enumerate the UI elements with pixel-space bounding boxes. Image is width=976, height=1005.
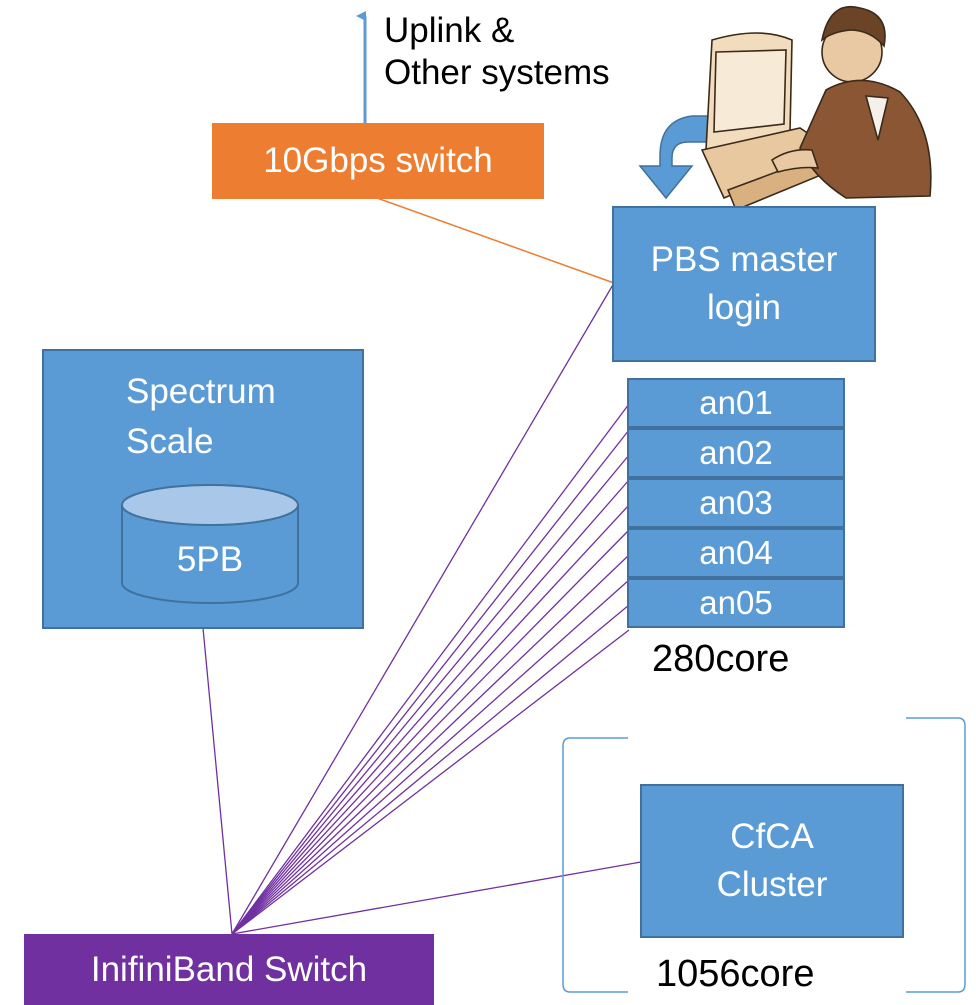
cfca-cores-label: 1056core [656, 953, 815, 995]
cfca-line2: Cluster [716, 865, 828, 904]
pbs-line2: login [707, 288, 781, 327]
pbs-master-login: PBS master login [612, 206, 876, 362]
disk-cylinder-icon [121, 484, 299, 604]
storage-title: Spectrum Scale [126, 371, 276, 463]
storage-line2: Scale [126, 422, 214, 461]
storage-line1: Spectrum [126, 372, 276, 411]
ib-link-an03 [231, 504, 630, 935]
ib-link-an01 [231, 403, 630, 935]
uplink-line2: Other systems [384, 53, 610, 92]
disk-capacity-label: 5PB [176, 540, 244, 579]
analysis-nodes: an01 an02 an03 an04 an05 [627, 378, 845, 630]
ib-link-an05b [231, 629, 630, 935]
left-bracket [562, 737, 628, 993]
spectrum-scale-storage: Spectrum Scale 5PB [42, 349, 364, 629]
cfca-cluster: CfCA Cluster [640, 784, 904, 938]
cfca-line1: CfCA [730, 817, 814, 856]
ethernet-link [376, 197, 615, 284]
node-an05: an05 [627, 578, 845, 628]
ib-link-storage [202, 627, 233, 935]
right-bracket [906, 717, 966, 993]
infiniband-switch-label: InifiniBand Switch [90, 949, 368, 989]
ib-link-an02b [231, 479, 630, 935]
uplink-label: Uplink & Other systems [384, 10, 610, 94]
node-an02: an02 [627, 428, 845, 478]
ib-link-an03b [231, 529, 630, 935]
ib-link-an05 [231, 604, 630, 935]
pbs-line1: PBS master [650, 240, 838, 279]
ib-link-an04b [231, 579, 630, 935]
ib-link-an01b [231, 429, 630, 935]
node-an04: an04 [627, 528, 845, 578]
infiniband-switch: InifiniBand Switch [24, 934, 434, 1005]
node-cores-label: 280core [652, 638, 790, 680]
node-an03: an03 [627, 478, 845, 528]
10gbps-switch: 10Gbps switch [212, 123, 544, 199]
ib-link-an04 [231, 554, 630, 935]
ib-link-an02 [231, 454, 630, 935]
ib-link-pbs [231, 282, 615, 935]
infiniband-links [202, 282, 642, 935]
uplink-line1: Uplink & [384, 11, 515, 50]
node-an01: an01 [627, 378, 845, 428]
ib-link-cfca [231, 861, 642, 935]
10gbps-switch-label: 10Gbps switch [263, 141, 493, 180]
person-at-computer-icon [700, 6, 932, 212]
